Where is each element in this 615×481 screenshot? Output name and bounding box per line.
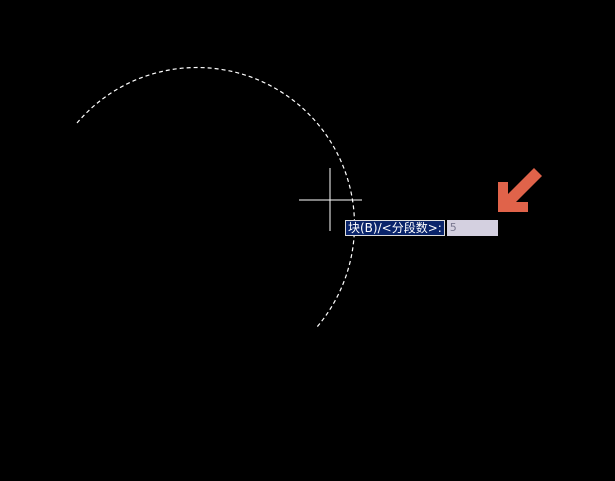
prompt-label: 块(B)/<分段数>: bbox=[345, 220, 445, 236]
dashed-arc[interactable] bbox=[76, 66, 356, 328]
dynamic-input-prompt: 块(B)/<分段数>: bbox=[345, 220, 498, 236]
segment-count-input[interactable] bbox=[446, 220, 498, 236]
arrow-down-left-icon bbox=[498, 168, 542, 212]
crosshair-cursor-icon bbox=[299, 168, 362, 231]
